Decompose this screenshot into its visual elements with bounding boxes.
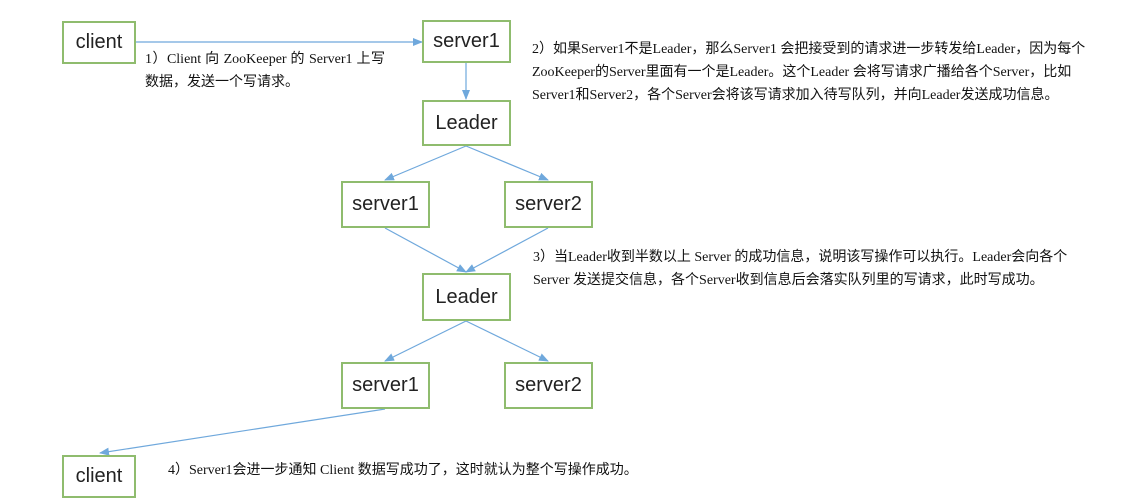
server1-node: server1 — [341, 362, 430, 409]
step1-note: 1）Client 向 ZooKeeper 的 Server1 上写数据，发送一个… — [145, 52, 385, 90]
server2-node: server2 — [504, 181, 593, 228]
leader-node: Leader — [422, 100, 511, 146]
edge-leader2-to-server1 — [384, 320, 467, 362]
client-node-bottom: client — [62, 455, 136, 498]
server2-node: server2 — [504, 362, 593, 409]
edge-server1-to-client — [99, 408, 386, 456]
edge-leader-to-server1 — [384, 145, 467, 181]
step2-note: 2）如果Server1不是Leader，那么Server1 会把接受到的请求进一… — [532, 42, 1086, 103]
edge-leader2-to-server2 — [465, 320, 549, 362]
leader-node: Leader — [422, 273, 511, 321]
edge-server1-to-leader2 — [384, 227, 467, 273]
step3-note: 3）当Leader收到半数以上 Server 的成功信息，说明该写操作可以执行。… — [533, 250, 1068, 288]
edge-server2-to-leader2 — [465, 227, 549, 273]
server1-node: server1 — [341, 181, 430, 228]
step4-note: 4）Server1会进一步通知 Client 数据写成功了，这时就认为整个写操作… — [168, 463, 638, 478]
edge-leader-to-server2 — [465, 145, 549, 181]
client-node-top: client — [62, 21, 136, 64]
server1-node: server1 — [422, 20, 511, 63]
